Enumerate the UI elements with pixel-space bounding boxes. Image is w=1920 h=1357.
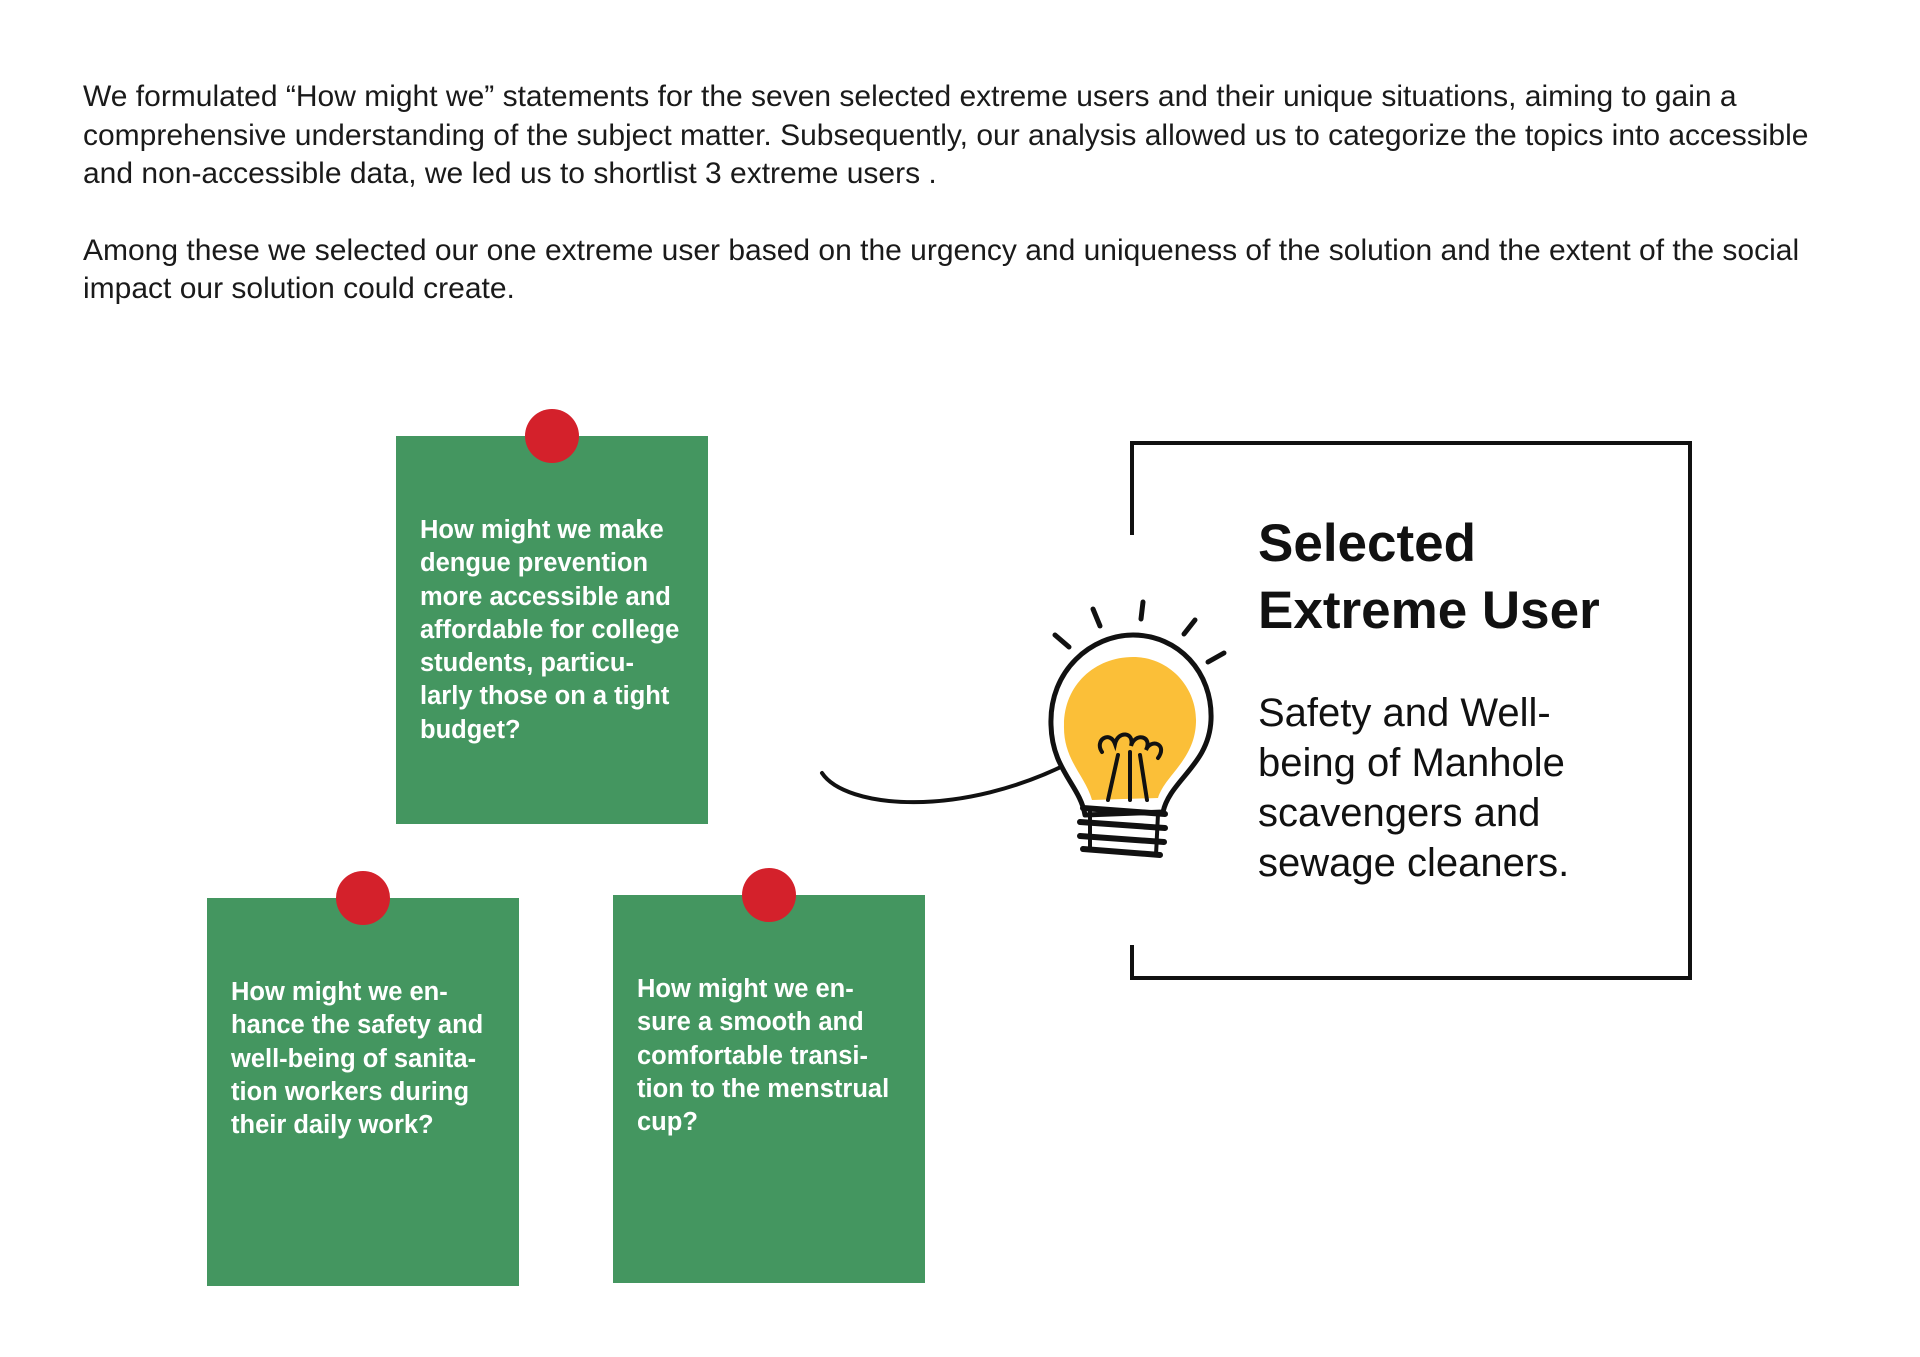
intro-paragraph-2: Among these we selected our one extreme … bbox=[83, 233, 1800, 306]
heading-line-1: Selected bbox=[1258, 514, 1477, 573]
push-pin-icon bbox=[336, 871, 390, 925]
selected-user-description: Safety and Well-being of Manhole scaveng… bbox=[1258, 691, 1570, 885]
sticky-note-text: How might we make dengue prevention more… bbox=[420, 516, 680, 744]
push-pin-icon bbox=[525, 409, 579, 463]
selected-user-heading: Selected Extreme User bbox=[1258, 510, 1600, 644]
connector-line bbox=[820, 758, 1077, 805]
sticky-note-menstrual-cup: How might we en-sure a smooth and comfor… bbox=[613, 868, 925, 1283]
lightbulb-icon bbox=[1048, 599, 1227, 858]
sticky-note-sanitation: How might we en-hance the safety and wel… bbox=[207, 871, 519, 1286]
sticky-note-text: How might we en-hance the safety and wel… bbox=[231, 978, 484, 1140]
sticky-note-text: How might we en-sure a smooth and comfor… bbox=[637, 975, 890, 1137]
heading-line-2: Extreme User bbox=[1258, 581, 1600, 640]
sticky-note-dengue: How might we make dengue prevention more… bbox=[396, 409, 708, 824]
intro-text: We formulated “How might we” statements … bbox=[83, 78, 1843, 347]
push-pin-icon bbox=[742, 868, 796, 922]
intro-paragraph-1: We formulated “How might we” statements … bbox=[83, 80, 1809, 190]
